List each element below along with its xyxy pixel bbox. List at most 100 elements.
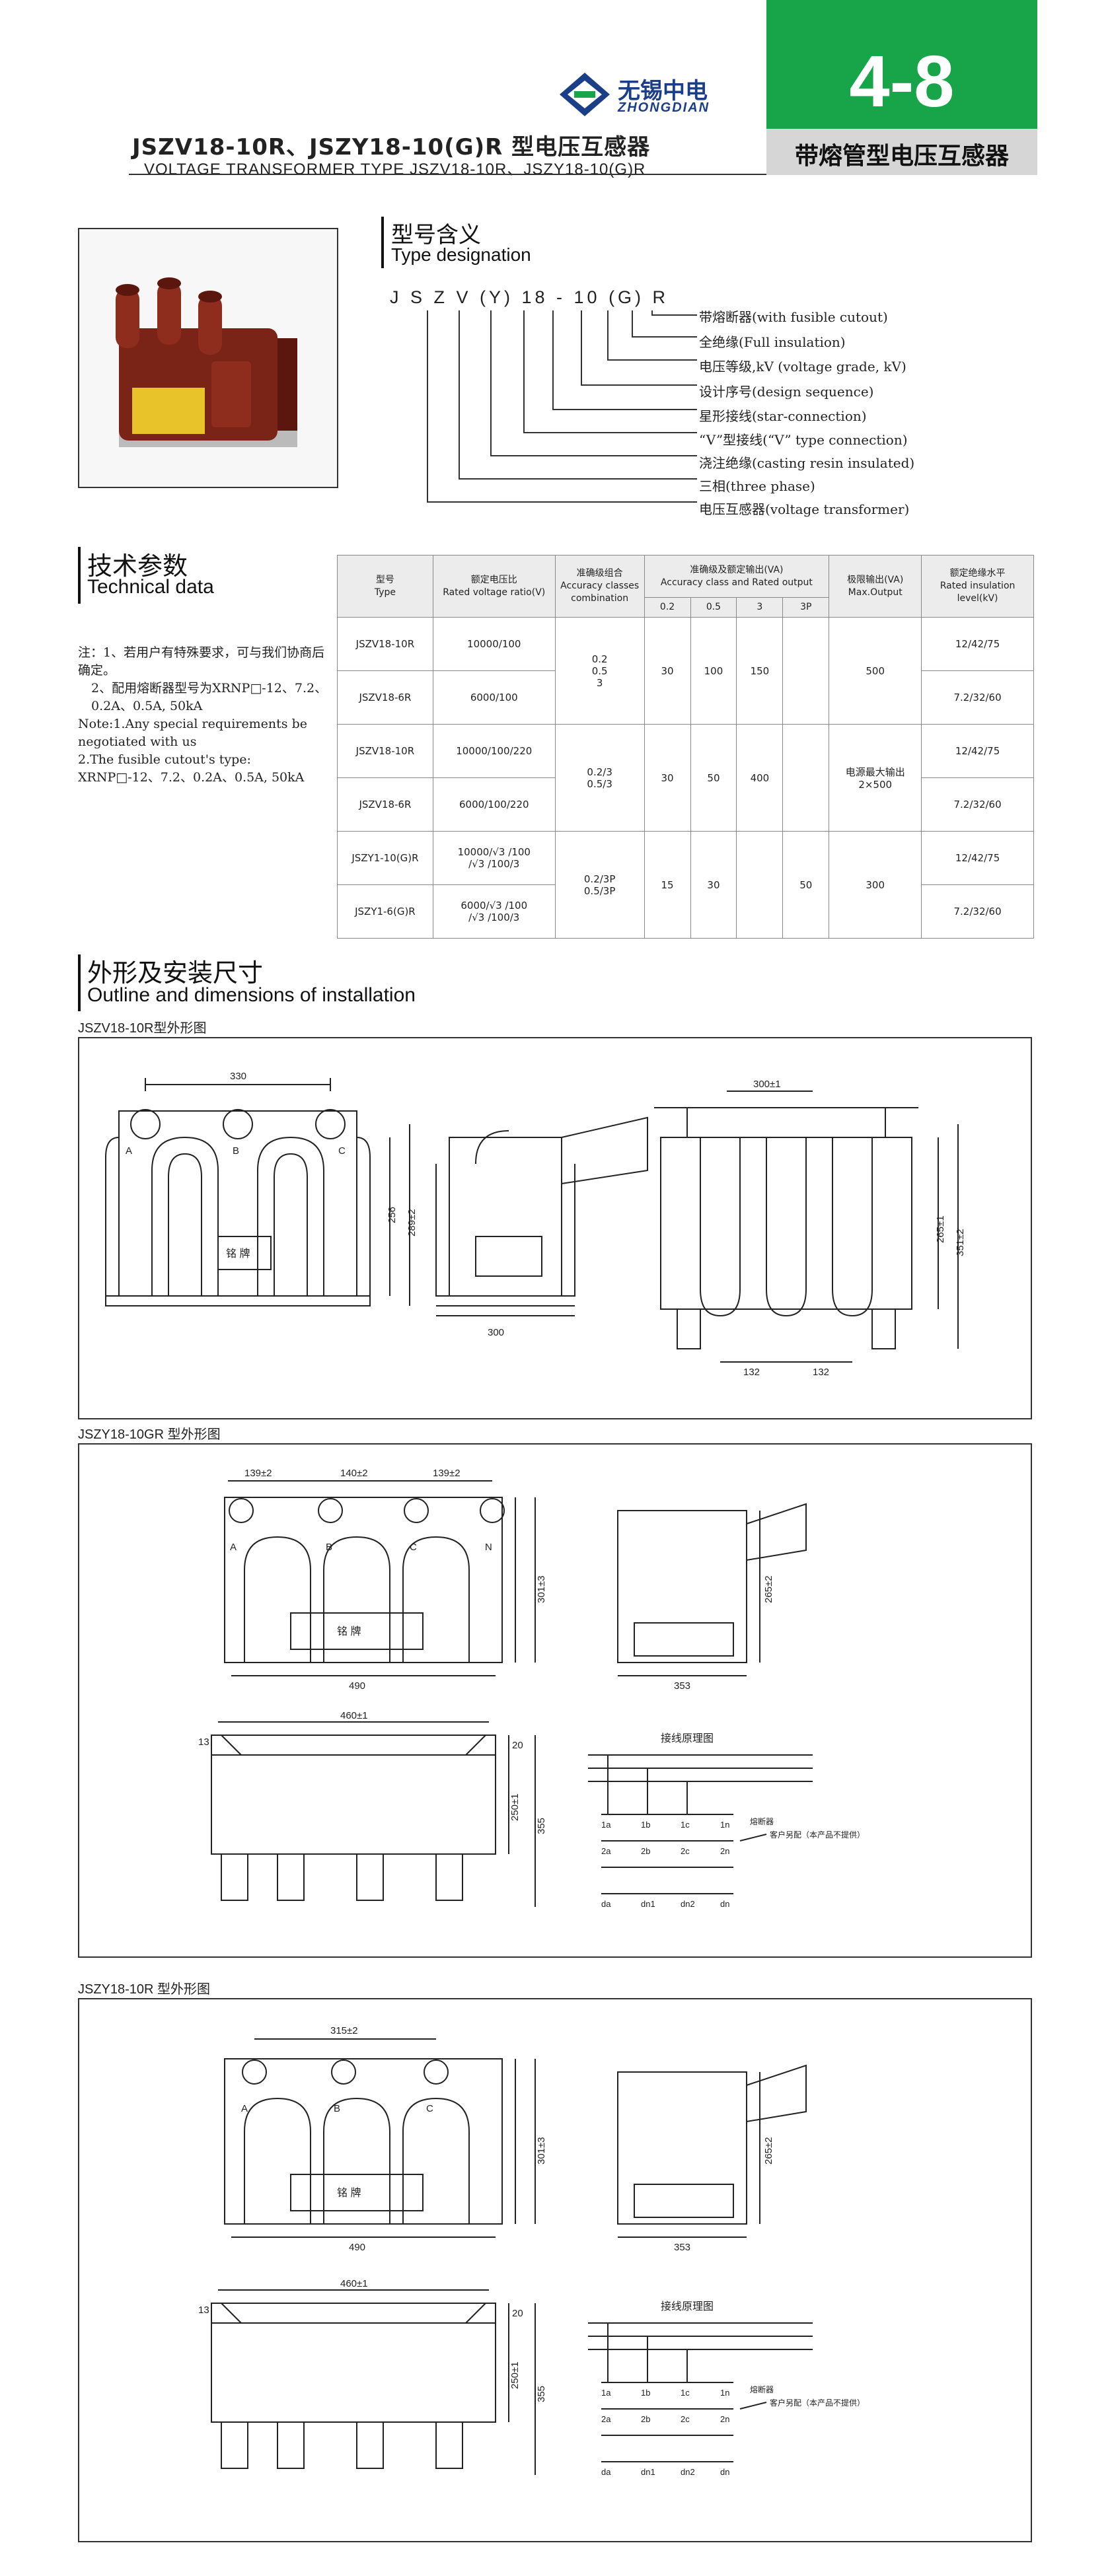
cell-out: 30: [644, 724, 691, 832]
cell-insulation: 7.2/32/60: [921, 670, 1034, 725]
phase-label: C: [410, 1542, 417, 1553]
terminal-label: 1c: [681, 1820, 690, 1830]
logo: [558, 71, 611, 118]
terminal-label: dn2: [681, 2467, 695, 2477]
wiring-title: 接线原理图: [661, 2301, 714, 2312]
dim-label: 355: [536, 2386, 547, 2402]
terminal-label: 2a: [601, 1846, 611, 1856]
cell-type: JSZV18-10R: [337, 724, 433, 778]
dim-label: 13: [198, 1736, 209, 1748]
cell-max: 300: [829, 831, 922, 939]
wiring-title: 接线原理图: [661, 1733, 714, 1744]
terminal-label: 2c: [681, 1846, 690, 1856]
section-marker: [381, 217, 384, 268]
cell-insulation: 7.2/32/60: [921, 884, 1034, 939]
product-photo: [78, 228, 338, 488]
terminal-label: dn2: [681, 1899, 695, 1909]
th-insulation: 额定绝缘水平 Rated insulation level(kV): [921, 555, 1034, 618]
th-sub: 0.2: [644, 597, 691, 618]
dim-label: 132: [743, 1367, 760, 1378]
cell-insulation: 12/42/75: [921, 831, 1034, 885]
cell-out: [782, 617, 830, 725]
cell-type: JSZY1-10(G)R: [337, 831, 433, 885]
type-code: J S Z V (Y) 18 - 10 (G) R: [390, 287, 669, 307]
page-title: JSZV18-10R、JSZY18-10(G)R 型电压互感器: [132, 134, 651, 161]
cell-type: JSZV18-6R: [337, 670, 433, 725]
dim-label: 20: [512, 2308, 523, 2319]
cell-max: 电源最大输出 2×500: [829, 724, 922, 832]
dim-label: 250±1: [509, 2361, 521, 2389]
cell-ratio: 10000/√3 /100 /√3 /100/3: [432, 831, 556, 885]
terminal-label: dn1: [641, 1899, 655, 1909]
tech-heading-cn: 技术参数: [87, 552, 188, 581]
dim-label: 13: [198, 2305, 209, 2316]
cell-accuracy: 0.2/3 0.5/3: [554, 724, 645, 832]
figure-3: 315±2 490 301±3 353 265±2 460±1 250±1 35…: [78, 1998, 1032, 2542]
outline-heading-en: Outline and dimensions of installation: [87, 984, 416, 1006]
dim-label: 353: [674, 1680, 690, 1692]
terminal-label: dn: [720, 1899, 729, 1909]
dim-label: 353: [674, 2242, 690, 2253]
outline-heading-cn: 外形及安装尺寸: [87, 958, 264, 987]
type-heading-en: Type designation: [391, 244, 531, 265]
dim-label: 490: [349, 1680, 365, 1692]
terminal-label: 1n: [720, 2388, 729, 2398]
type-heading-cn: 型号含义: [391, 222, 481, 248]
cell-insulation: 12/42/75: [921, 724, 1034, 778]
designation-item: “V”型接线(“V” type connection): [699, 432, 908, 448]
dim-label: 139±2: [433, 1468, 461, 1479]
category-label: 带熔管型电压互感器: [794, 143, 1009, 170]
spec-table: 型号 Type 额定电压比 Rated voltage ratio(V) 准确级…: [337, 555, 1034, 939]
dim-label: 460±1: [340, 1710, 368, 1721]
terminal-label: 1n: [720, 1820, 729, 1830]
terminal-label: 1b: [641, 2388, 650, 2398]
cell-accuracy: 0.2/3P 0.5/3P: [554, 831, 645, 939]
th-output: 准确级及额定输出(VA) Accuracy class and Rated ou…: [644, 555, 830, 598]
phase-label: B: [326, 1542, 332, 1553]
cell-ratio: 10000/100: [432, 617, 556, 671]
cell-out: 50: [690, 724, 737, 832]
note-line: 2.The fusible cutout's type: XRNP□-12、7.…: [78, 752, 305, 785]
dim-label: 330: [230, 1071, 246, 1082]
th-accuracy: 准确级组合 Accuracy classes combination: [554, 555, 645, 618]
terminal-label: da: [601, 2467, 611, 2477]
dim-label: 301±3: [536, 2137, 547, 2165]
note-line: 注：1、若用户有特殊要求，可与我们协商后确定。: [78, 645, 325, 678]
figure-1: 330 300 256 289±2 300±1 265±1 351±2 132 …: [78, 1037, 1032, 1419]
terminal-label: 2b: [641, 2414, 650, 2424]
dim-label: 460±1: [340, 2278, 368, 2289]
phase-label: C: [426, 2103, 433, 2114]
section-marker: [78, 954, 81, 1011]
nameplate-label: 铭 牌: [337, 1626, 361, 1637]
cell-accuracy: 0.2 0.5 3: [554, 617, 645, 725]
cell-ratio: 6000/100: [432, 670, 556, 725]
designation-item: 浇注绝缘(casting resin insulated): [699, 455, 915, 471]
dim-label: 289±2: [406, 1209, 418, 1236]
phase-label: A: [230, 1542, 237, 1553]
figure-caption: JSZV18-10R型外形图: [78, 1021, 207, 1036]
customer-note: 客户另配（本产品不提供）: [770, 1830, 865, 1840]
tech-notes: 注：1、若用户有特殊要求，可与我们协商后确定。 2、配用熔断器型号为XRNP□-…: [78, 644, 329, 787]
th-sub: 3: [736, 597, 784, 618]
cell-ratio: 10000/100/220: [432, 724, 556, 778]
customer-note: 客户另配（本产品不提供）: [770, 2398, 865, 2408]
dim-label: 250±1: [509, 1793, 521, 1821]
cell-type: JSZV18-10R: [337, 617, 433, 671]
fuse-label: 熔断器: [750, 1816, 774, 1826]
designation-item: 电压互感器(voltage transformer): [699, 501, 910, 517]
nameplate-label: 铭 牌: [337, 2187, 361, 2199]
cell-insulation: 12/42/75: [921, 617, 1034, 671]
note-line: Note:1.Any special requirements be negot…: [78, 717, 307, 749]
terminal-label: 1b: [641, 1820, 650, 1830]
designation-leaders: [427, 310, 697, 503]
dim-label: 301±3: [536, 1575, 547, 1603]
phase-label: C: [338, 1145, 346, 1157]
cell-insulation: 7.2/32/60: [921, 777, 1034, 832]
cell-out: 400: [736, 724, 784, 832]
dim-label: 351±2: [955, 1229, 966, 1256]
terminal-label: 1a: [601, 2388, 611, 2398]
cell-ratio: 6000/√3 /100 /√3 /100/3: [432, 884, 556, 939]
terminal-label: 1c: [681, 2388, 690, 2398]
page-number-block: [766, 0, 1037, 129]
terminal-label: dn: [720, 2467, 729, 2477]
